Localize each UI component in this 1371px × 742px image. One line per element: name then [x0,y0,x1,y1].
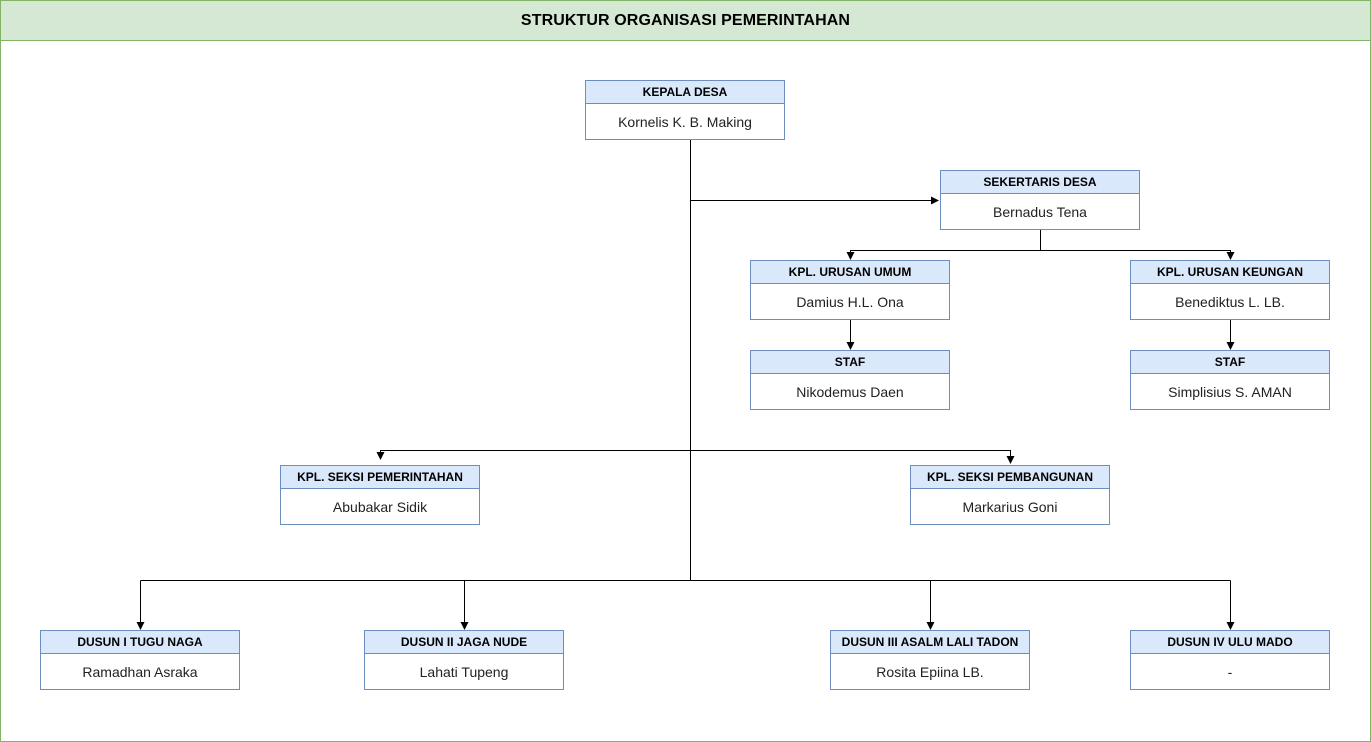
node-person: Markarius Goni [962,498,1058,515]
node-role: DUSUN II JAGA NUDE [365,631,563,654]
node-urusan-umum: KPL. URUSAN UMUM Damius H.L. Ona [750,260,950,320]
diagram-title-bar: STRUKTUR ORGANISASI PEMERINTAHAN [1,1,1370,41]
edge-to-seksi-pemerintahan [376,450,691,460]
node-role: DUSUN I TUGU NAGA [41,631,239,654]
node-role: STAF [751,351,949,374]
edge-sekretaris-umum [846,250,1041,260]
node-role: KPL. URUSAN UMUM [751,261,949,284]
diagram-title: STRUKTUR ORGANISASI PEMERINTAHAN [520,11,851,29]
node-person: Damius H.L. Ona [796,293,904,310]
node-role: DUSUN IV ULU MADO [1131,631,1329,654]
node-seksi-pembangunan: KPL. SEKSI PEMBANGUNAN Markarius Goni [910,465,1110,525]
node-role: STAF [1131,351,1329,374]
node-person: - [1227,663,1233,680]
node-kepala-desa: KEPALA DESA Kornelis K. B. Making [585,80,785,140]
node-role: KEPALA DESA [586,81,784,104]
node-seksi-pemerintahan: KPL. SEKSI PEMERINTAHAN Abubakar Sidik [280,465,480,525]
node-person: Lahati Tupeng [419,663,509,680]
node-dusun-2: DUSUN II JAGA NUDE Lahati Tupeng [364,630,564,690]
node-person: Simplisius S. AMAN [1168,383,1292,400]
node-person: Benediktus L. LB. [1175,293,1285,310]
node-role: DUSUN III ASALM LALI TADON [831,631,1029,654]
node-role: SEKERTARIS DESA [941,171,1139,194]
node-person: Bernadus Tena [993,203,1087,220]
node-dusun-3: DUSUN III ASALM LALI TADON Rosita Epiina… [830,630,1030,690]
node-dusun-1: DUSUN I TUGU NAGA Ramadhan Asraka [40,630,240,690]
node-sekretaris-desa: SEKERTARIS DESA Bernadus Tena [940,170,1140,230]
node-person: Rosita Epiina LB. [876,663,984,680]
node-urusan-keuangan: KPL. URUSAN KEUNGAN Benediktus L. LB. [1130,260,1330,320]
node-dusun-4: DUSUN IV ULU MADO - [1130,630,1330,690]
node-person: Nikodemus Daen [796,383,904,400]
node-staf-keuangan: STAF Simplisius S. AMAN [1130,350,1330,410]
node-role: KPL. SEKSI PEMERINTAHAN [281,466,479,489]
node-person: Ramadhan Asraka [82,663,198,680]
node-role: KPL. URUSAN KEUNGAN [1131,261,1329,284]
edge-to-seksi-pembangunan [690,450,1015,464]
node-staf-umum: STAF Nikodemus Daen [750,350,950,410]
node-person: Abubakar Sidik [332,498,428,515]
edge-sekretaris-keuangan [1040,250,1235,260]
node-person: Kornelis K. B. Making [618,113,752,130]
node-role: KPL. SEKSI PEMBANGUNAN [911,466,1109,489]
